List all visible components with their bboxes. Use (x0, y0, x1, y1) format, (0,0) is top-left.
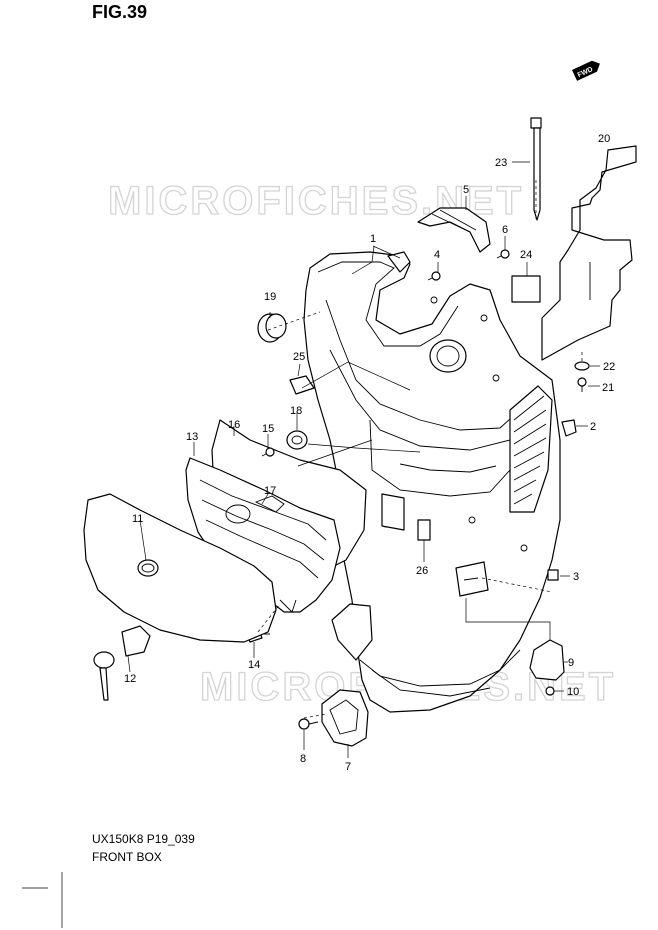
callout-5: 5 (463, 184, 469, 196)
part-4-screw (427, 271, 441, 281)
callout-15: 15 (262, 423, 274, 435)
callout-18: 18 (290, 405, 302, 417)
callout-7: 7 (345, 761, 351, 773)
fwd-arrow-icon: FWD (572, 60, 600, 81)
figure-title: FIG.39 (92, 2, 148, 22)
callout-8: 8 (300, 753, 306, 765)
part-5-cover (417, 207, 491, 253)
part-15-screw (261, 447, 275, 457)
callout-20: 20 (598, 133, 610, 145)
part-25-cushion (289, 375, 315, 395)
part-17-strip (254, 495, 285, 513)
part-23-cable-tie (530, 117, 542, 221)
part-26-patch (417, 519, 431, 541)
callout-2: 2 (590, 421, 596, 433)
section-name: FRONT BOX (92, 850, 162, 864)
callout-14: 14 (248, 659, 260, 671)
part-13-inner-frame (185, 457, 341, 613)
callout-3: 3 (573, 571, 579, 583)
part-7-latch (321, 689, 369, 747)
callout-21: 21 (602, 382, 614, 394)
part-9-lid (529, 639, 565, 681)
part-18-grommet (286, 430, 308, 450)
leader-lines (127, 161, 600, 758)
part-21-screw (577, 377, 587, 392)
callout-10: 10 (567, 686, 579, 698)
part-6-screw (496, 249, 510, 259)
callout-12: 12 (124, 673, 136, 685)
callout-1: 1 (370, 233, 376, 245)
callout-25: 25 (293, 351, 305, 363)
callout-26: 26 (416, 565, 428, 577)
part-8-screw (298, 718, 319, 730)
callout-11: 11 (132, 513, 143, 525)
callout-23: 23 (495, 157, 507, 169)
part-24-pad (511, 275, 541, 303)
part-11-front-lid (83, 493, 277, 643)
part-1-front-box (303, 251, 561, 713)
callout-6: 6 (502, 224, 508, 236)
part-19-cap (257, 313, 287, 343)
part-20-panel (541, 145, 637, 361)
corner-mark (22, 872, 63, 928)
callout-4: 4 (434, 249, 440, 261)
callout-22: 22 (603, 361, 615, 373)
callout-19: 19 (264, 291, 276, 303)
part-22-washer (574, 361, 590, 371)
part-10-screw (545, 686, 555, 696)
part-3-clip (547, 569, 559, 581)
callout-24: 24 (520, 249, 532, 261)
callout-17: 17 (264, 485, 276, 497)
part-2-clip (561, 419, 577, 437)
part-12-key-lock (93, 625, 151, 701)
callout-labels: 1 2 3 4 5 6 7 8 9 10 11 12 13 14 15 16 1… (124, 133, 615, 773)
callout-13: 13 (186, 431, 198, 443)
callout-9: 9 (568, 657, 574, 669)
model-code: UX150K8 P19_039 (92, 832, 195, 846)
callout-16: 16 (228, 419, 240, 431)
